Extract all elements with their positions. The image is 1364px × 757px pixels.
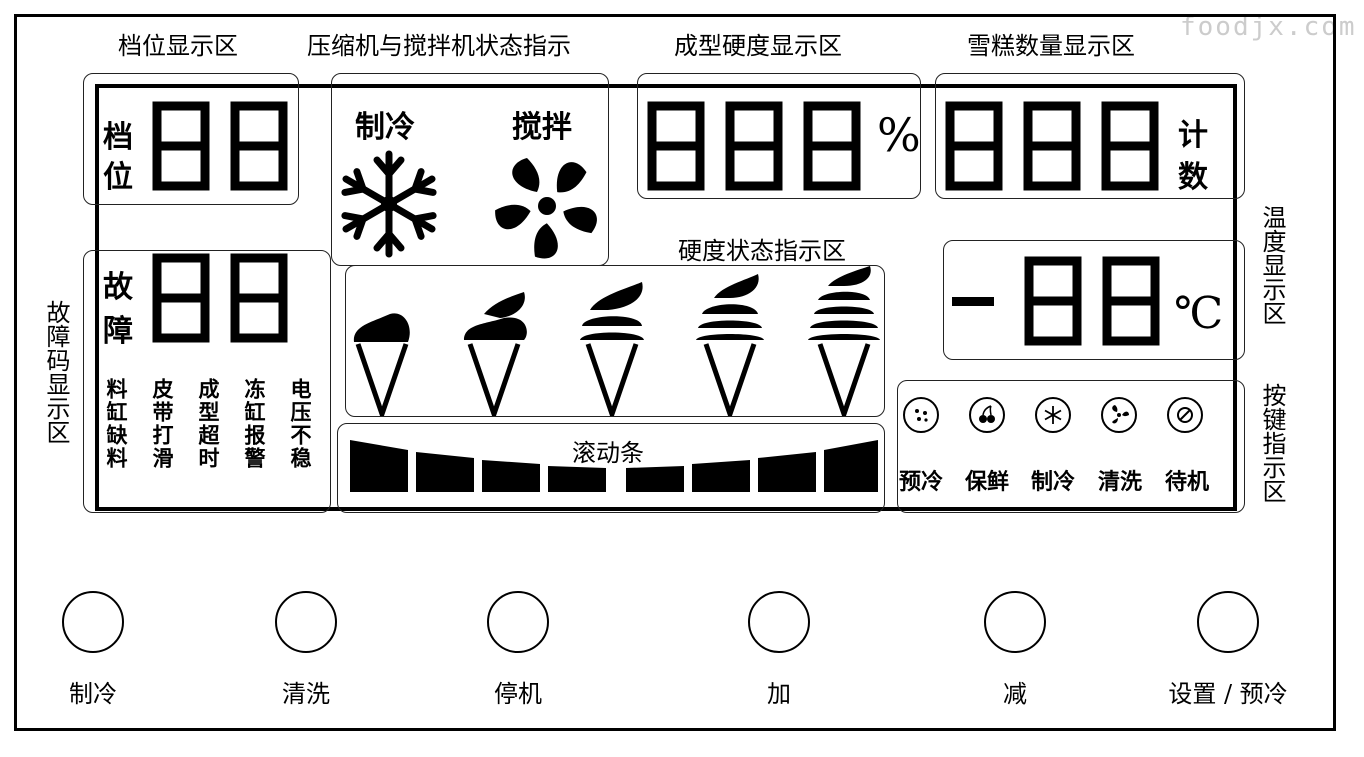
fault-digits — [150, 252, 290, 344]
scroll-bar-zone — [337, 423, 885, 513]
fault-code-material: 料缸缺料 — [104, 378, 129, 470]
hardness-zone — [637, 73, 921, 199]
snowflake-icon — [333, 150, 445, 258]
hardness-level-1-icon — [353, 313, 410, 414]
settings-precool-button-label: 设置 / 预冷 — [1168, 680, 1288, 708]
settings-precool-button[interactable] — [1197, 591, 1259, 653]
fan-key-icon — [1101, 397, 1137, 433]
stop-button-label: 停机 — [494, 680, 542, 708]
fault-code-freeze: 冻缸报警 — [242, 378, 267, 470]
hardness-level-3-icon — [580, 282, 644, 414]
fault-zone-label: 故障码显示区 — [42, 300, 70, 444]
temperature-digits — [952, 255, 1175, 347]
hardness-level-icons — [353, 266, 880, 416]
temperature-unit: ℃ — [1174, 288, 1224, 339]
fault-code-belt: 皮带打滑 — [150, 378, 175, 470]
fault-label-1: 故 — [103, 270, 133, 305]
gear-zone-label: 档位显示区 — [118, 32, 238, 60]
hardness-unit: % — [877, 108, 921, 162]
panel-frame — [14, 14, 1336, 731]
key-zone-label: 按键指示区 — [1258, 383, 1286, 503]
gear-zone — [83, 73, 299, 205]
fault-code-voltage: 电压不稳 — [288, 378, 313, 470]
count-digits — [943, 100, 1173, 192]
key-label-clean: 清洗 — [1098, 469, 1143, 495]
cool-button[interactable] — [62, 591, 124, 653]
hardness-level-5-icon — [808, 266, 880, 414]
count-unit-1: 计 — [1178, 118, 1208, 153]
precool-icon — [903, 397, 939, 433]
scroll-bar-label: 滚动条 — [572, 439, 644, 467]
fault-label-2: 障 — [103, 314, 133, 349]
count-zone-label: 雪糕数量显示区 — [967, 32, 1135, 60]
hardness-state-label: 硬度状态指示区 — [678, 237, 846, 265]
standby-icon — [1167, 397, 1203, 433]
hardness-zone-label: 成型硬度显示区 — [674, 32, 842, 60]
fault-code-timeout: 成型超时 — [196, 378, 221, 470]
plus-button[interactable] — [748, 591, 810, 653]
key-label-precool: 预冷 — [899, 469, 944, 495]
cool-button-label: 制冷 — [69, 680, 117, 708]
status-zone-label: 压缩机与搅拌机状态指示 — [307, 32, 571, 60]
gear-digits — [152, 101, 290, 191]
gear-label-1: 档 — [103, 120, 133, 155]
hardness-level-2-icon — [464, 292, 527, 414]
gear-label-2: 位 — [103, 160, 133, 195]
hardness-digits — [645, 100, 875, 192]
snowflake-key-icon — [1035, 397, 1071, 433]
stop-button[interactable] — [487, 591, 549, 653]
fault-zone — [83, 250, 331, 513]
plus-button-label: 加 — [767, 680, 791, 708]
watermark-text: foodjx.com — [1180, 12, 1357, 42]
temperature-zone — [943, 240, 1245, 360]
key-label-standby: 待机 — [1165, 469, 1210, 495]
fault-code-list: 料缸缺料 皮带打滑 成型超时 冻缸报警 电压不稳 — [103, 378, 313, 470]
minus-button-label: 减 — [1003, 680, 1027, 708]
clean-button[interactable] — [275, 591, 337, 653]
stir-label: 搅拌 — [512, 110, 572, 145]
clean-button-label: 清洗 — [282, 680, 330, 708]
key-indicator-zone — [897, 380, 1245, 513]
count-zone — [935, 73, 1245, 199]
temp-zone-label: 温度显示区 — [1258, 205, 1286, 325]
hardness-level-4-icon — [696, 274, 764, 414]
scroll-bar-segments — [350, 440, 878, 492]
hardness-state-zone — [345, 265, 885, 417]
cool-label: 制冷 — [355, 110, 415, 145]
cherry-icon — [969, 397, 1005, 433]
key-label-cool: 制冷 — [1031, 469, 1076, 495]
stirrer-fan-icon — [490, 158, 604, 260]
lcd-display-frame — [95, 84, 1237, 511]
key-label-fresh: 保鲜 — [965, 469, 1010, 495]
count-unit-2: 数 — [1178, 160, 1208, 195]
minus-button[interactable] — [984, 591, 1046, 653]
